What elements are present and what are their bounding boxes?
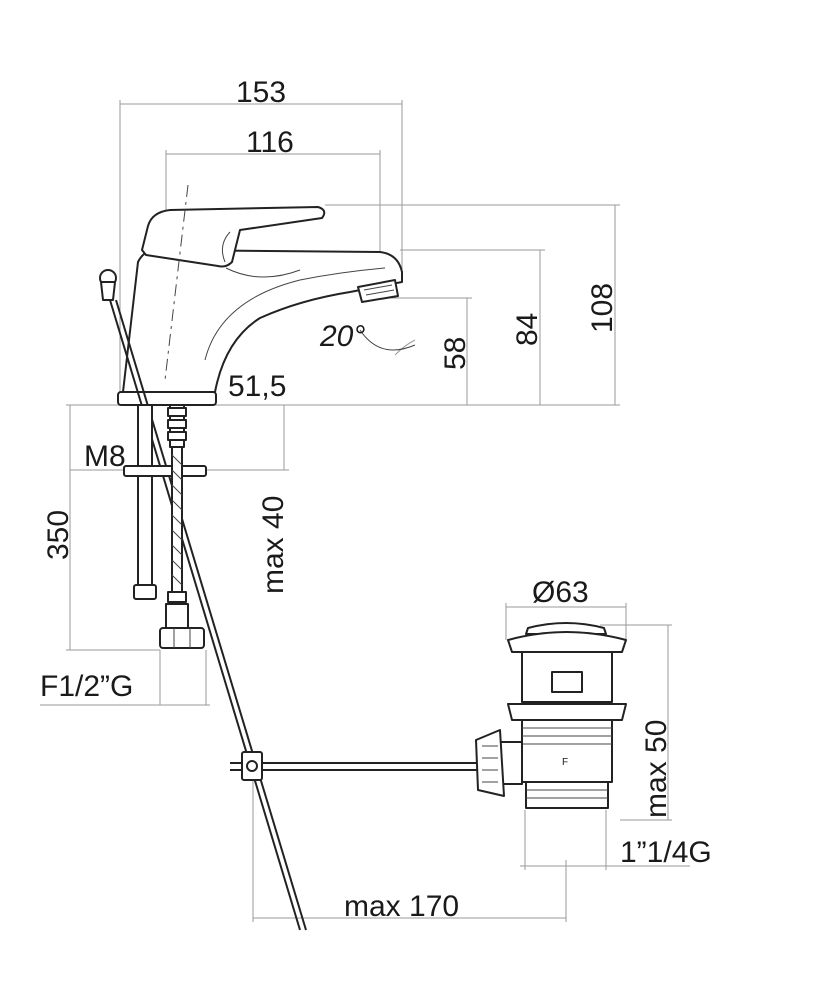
width-spout-label: 116 [246,126,294,159]
mixer-body [99,184,403,406]
waste-marking: F [562,757,568,768]
spout-angle-label: 20° [319,320,365,353]
stud-and-hose [123,404,207,649]
dimension-lines [40,100,690,922]
height-overall-label: 108 [586,283,619,333]
hose-connection-label: F1/2”G [40,670,133,703]
waste-thread-label: 1”1/4G [620,836,712,869]
pop-up-waste: F [475,622,627,809]
max-thickness-label: max 40 [257,496,290,594]
rod-max-length-label: max 170 [344,890,459,923]
waste-max-height-label: max 50 [640,720,673,818]
width-overall-label: 153 [236,76,286,109]
stud-thread-label: M8 [84,440,126,473]
height-outlet-label: 58 [439,337,472,370]
dimension-labels: 153 116 108 84 58 20° 51,5 M8 350 max 40… [40,76,712,923]
base-diameter-label: 51,5 [228,370,286,403]
hose-length-label: 350 [42,510,75,560]
height-spout-label: 84 [511,313,544,346]
waste-diameter-label: Ø63 [532,576,589,609]
